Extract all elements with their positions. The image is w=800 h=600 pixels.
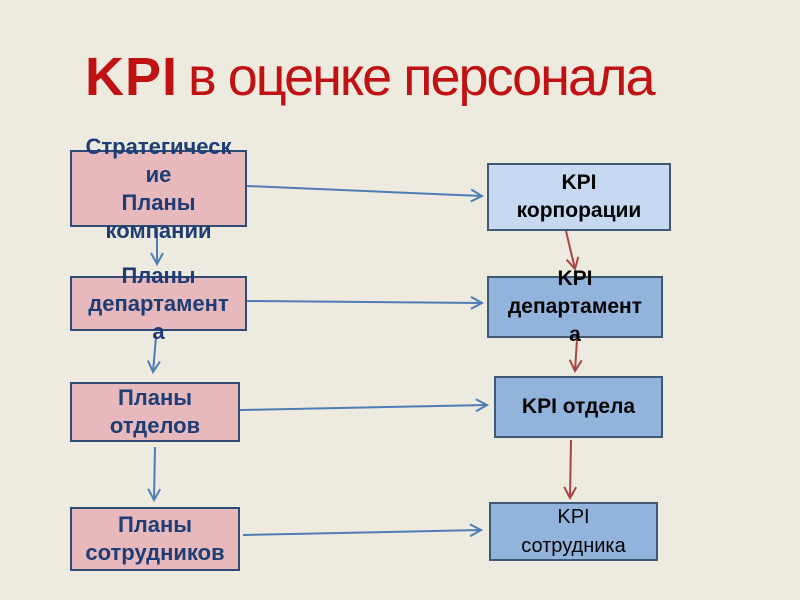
node-plan-company: Стратегическ ие Планы компании bbox=[70, 134, 247, 243]
node-plan-employees: Планы сотрудников bbox=[70, 507, 240, 571]
arrow-kpi-department-to-kpi-division bbox=[568, 338, 583, 374]
node-kpi-department-label: KPI департамент а bbox=[507, 267, 643, 346]
title-rest: в оценке персонала bbox=[188, 47, 656, 107]
arrow-plan-company-to-kpi-corporation bbox=[246, 185, 485, 203]
node-plan-division-label: Планы отделов bbox=[109, 385, 201, 438]
node-plan-department-label: Планы департамент а bbox=[88, 262, 229, 344]
arrow-kpi-division-to-kpi-employee bbox=[563, 439, 578, 501]
node-kpi-employee: KPI сотрудника bbox=[489, 502, 658, 561]
node-kpi-corporation-label: KPI корпорации bbox=[516, 171, 642, 222]
arrow-plan-department-to-plan-division bbox=[147, 336, 161, 375]
arrow-plan-division-to-kpi-division bbox=[239, 398, 490, 413]
node-kpi-employee-label: KPI сотрудника bbox=[521, 505, 626, 557]
node-plan-division: Планы отделов bbox=[70, 382, 240, 442]
arrow-plan-employees-to-kpi-employee bbox=[242, 523, 484, 538]
node-kpi-division-label: KPI отдела bbox=[521, 395, 636, 418]
node-kpi-department: KPI департамент а bbox=[487, 267, 663, 346]
arrow-plan-division-to-plan-employees bbox=[147, 446, 162, 503]
node-plan-employees-label: Планы сотрудников bbox=[85, 512, 225, 565]
node-kpi-division: KPI отдела bbox=[494, 376, 663, 438]
node-kpi-corporation: KPI корпорации bbox=[487, 163, 671, 231]
title-highlight: KPI bbox=[85, 47, 179, 107]
arrow-plan-department-to-kpi-department bbox=[246, 296, 485, 310]
node-plan-department: Планы департамент а bbox=[70, 263, 247, 344]
node-plan-company-label: Стратегическ ие Планы компании bbox=[85, 133, 232, 243]
arrow-kpi-corporation-to-kpi-department bbox=[565, 230, 580, 272]
